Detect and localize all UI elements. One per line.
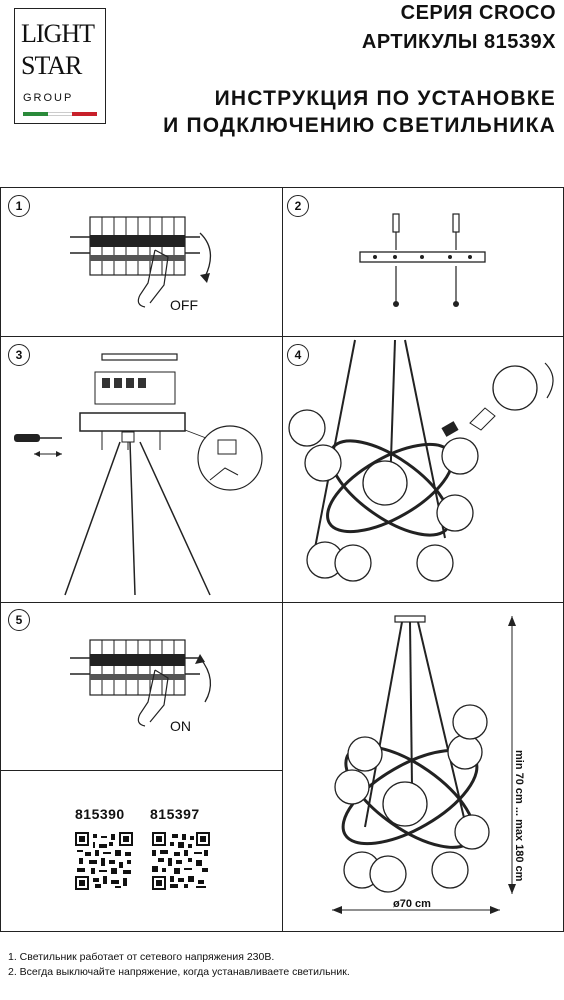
mounting-bar-illustration: [359, 213, 486, 307]
diameter-dimension-label: ø70 cm: [393, 898, 431, 910]
wiring-illustration: [14, 353, 263, 596]
logo-line-2: STAR: [21, 51, 82, 80]
grid-divider-vertical: [282, 187, 283, 932]
dimension-drawing: [332, 615, 516, 914]
step-number-5: 5: [8, 609, 30, 631]
grid-divider-row-1: [0, 336, 564, 337]
grid-divider-row-3: [0, 770, 282, 771]
breaker-off-illustration: [70, 216, 212, 308]
article-code-1: 815390: [75, 806, 125, 822]
articles-title: АРТИКУЛЫ 81539X: [361, 31, 556, 53]
step-number-2: 2: [287, 195, 309, 217]
instruction-title-line-2: И ПОДКЛЮЧЕНИЮ СВЕТИЛЬНИКА: [163, 114, 556, 137]
qr-code-icon[interactable]: [152, 832, 210, 890]
instruction-title-line-1: ИНСТРУКЦИЯ ПО УСТАНОВКЕ: [214, 87, 556, 110]
on-label: ON: [170, 718, 191, 734]
step-number-3: 3: [8, 344, 30, 366]
logo-line-1: LIGHT: [21, 19, 95, 48]
qr-code-icon[interactable]: [75, 832, 133, 890]
rotate-arrow-icon: [199, 657, 212, 703]
note-item: 1. Светильник работает от сетевого напря…: [8, 951, 275, 963]
step-number-4: 4: [287, 344, 309, 366]
hand-icon: [137, 669, 156, 727]
note-item: 2. Всегда выключайте напряжение, когда у…: [8, 966, 350, 978]
logo-line-3: GROUP: [23, 92, 74, 104]
off-label: OFF: [170, 297, 198, 313]
screwdriver-icon: [14, 434, 62, 442]
height-dimension-label: min 70 cm ... max 180 cm: [513, 750, 525, 882]
brand-logo: LIGHT STAR GROUP: [14, 8, 106, 124]
breaker-on-illustration: [70, 639, 212, 727]
italian-flag-stripe: [23, 112, 98, 116]
rotate-arrow-icon: [199, 232, 212, 278]
step-number-1: 1: [8, 195, 30, 217]
hand-icon: [137, 249, 156, 308]
article-code-2: 815397: [150, 806, 200, 822]
rotate-arrow-icon: [544, 362, 554, 399]
series-title: СЕРИЯ CROCO: [400, 2, 556, 24]
grid-divider-row-2: [0, 602, 564, 603]
notes-list: 1. Светильник работает от сетевого напря…: [8, 950, 350, 980]
bulb-install-illustration: [288, 339, 554, 582]
